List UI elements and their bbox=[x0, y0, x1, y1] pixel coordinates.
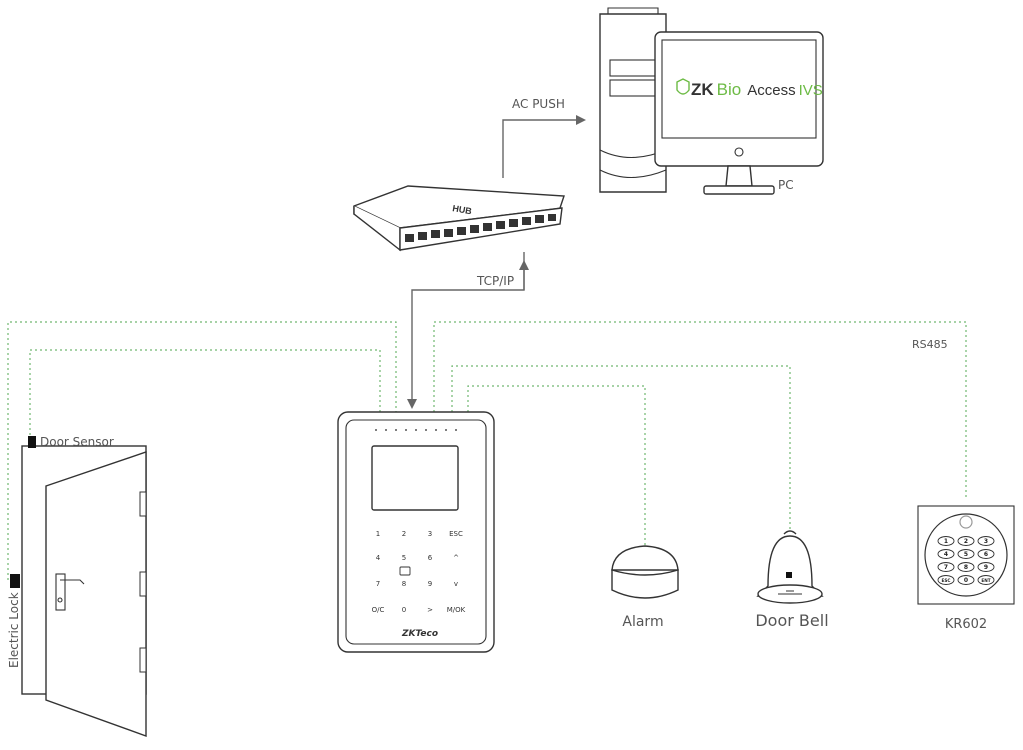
rs485-wiring bbox=[7, 321, 967, 580]
reader-key[interactable] bbox=[977, 536, 995, 546]
reader-key[interactable] bbox=[977, 575, 995, 585]
reader-key-label: 1 bbox=[944, 538, 948, 545]
product-access: Access bbox=[747, 82, 795, 99]
alarm-label: Alarm bbox=[622, 614, 663, 630]
terminal-key[interactable]: ^ bbox=[453, 554, 459, 562]
reader-key[interactable] bbox=[937, 549, 955, 559]
door bbox=[21, 445, 147, 737]
reader-key-label: ESC bbox=[942, 578, 951, 583]
terminal-key[interactable]: 0 bbox=[402, 606, 406, 614]
terminal-key[interactable]: > bbox=[427, 606, 433, 614]
hub-label: HUB bbox=[452, 203, 473, 216]
pc-label: PC bbox=[778, 178, 794, 192]
alarm: Alarm bbox=[611, 545, 679, 630]
network-hub: HUB bbox=[353, 185, 565, 252]
terminal-screen bbox=[371, 445, 459, 511]
reader-key-label: 2 bbox=[964, 538, 968, 545]
terminal-key[interactable]: 1 bbox=[376, 530, 380, 538]
reader-key[interactable] bbox=[957, 562, 975, 572]
reader-key[interactable] bbox=[977, 549, 995, 559]
ac-push-label: AC PUSH bbox=[512, 97, 565, 111]
reader-key-label: 8 bbox=[964, 564, 968, 571]
product-ivs: IVS bbox=[799, 82, 823, 99]
reader-key[interactable] bbox=[937, 562, 955, 572]
terminal-key[interactable]: 8 bbox=[402, 580, 406, 588]
reader-key-label: 9 bbox=[984, 564, 988, 571]
reader-key[interactable] bbox=[957, 575, 975, 585]
door-sensor-label: Door Sensor bbox=[40, 435, 114, 449]
electric-lock: Electric Lock bbox=[7, 574, 21, 668]
door-sensor: Door Sensor bbox=[28, 435, 114, 449]
reader-key[interactable] bbox=[957, 549, 975, 559]
terminal-key[interactable]: 7 bbox=[376, 580, 380, 588]
brand-bio: Bio bbox=[717, 80, 742, 99]
reader-key[interactable] bbox=[957, 536, 975, 546]
reader-key-label: 7 bbox=[944, 564, 948, 571]
reader-key-label: 5 bbox=[964, 551, 968, 558]
pc-monitor bbox=[654, 31, 824, 195]
reader-key[interactable] bbox=[937, 536, 955, 546]
terminal-key[interactable]: O/C bbox=[372, 606, 385, 614]
reader-key-label: 3 bbox=[984, 538, 988, 545]
shield-icon bbox=[676, 78, 690, 95]
terminal-key[interactable]: 5 bbox=[402, 554, 406, 562]
terminal-key[interactable]: M/OK bbox=[447, 606, 466, 614]
terminal-keypad: 1 2 3 ESC 4 5 6 ^ 7 8 9 vO/C 0 > M/OK bbox=[372, 530, 466, 614]
reader-key-label: 0 bbox=[964, 577, 968, 584]
tcp-ip-connection bbox=[407, 252, 529, 409]
terminal-key[interactable]: ESC bbox=[449, 530, 463, 538]
terminal-key[interactable]: 4 bbox=[376, 554, 381, 562]
ac-push-connection bbox=[502, 115, 586, 178]
terminal-key[interactable]: 6 bbox=[428, 554, 433, 562]
electric-lock-label: Electric Lock bbox=[7, 592, 21, 668]
reader-key[interactable] bbox=[937, 575, 955, 585]
terminal-key[interactable]: v bbox=[454, 580, 458, 588]
reader-key-label: ENT bbox=[981, 578, 990, 583]
rs485-label: RS485 bbox=[912, 338, 948, 351]
door-bell-label: Door Bell bbox=[755, 611, 828, 630]
kr602-label: KR602 bbox=[945, 617, 987, 632]
access-control-terminal: 1 2 3 ESC 4 5 6 ^ 7 8 9 vO/C 0 > M/OK ZKTeco bbox=[337, 411, 495, 653]
terminal-key[interactable]: 9 bbox=[428, 580, 432, 588]
brand-zk: ZK bbox=[691, 80, 714, 99]
terminal-key[interactable]: 2 bbox=[402, 530, 406, 538]
door-bell: Door Bell bbox=[755, 530, 829, 630]
terminal-key[interactable]: 3 bbox=[428, 530, 432, 538]
reader-key[interactable] bbox=[977, 562, 995, 572]
reader-key-label: 4 bbox=[944, 551, 948, 558]
reader-key-label: 6 bbox=[984, 551, 988, 558]
tcp-ip-label: TCP/IP bbox=[476, 274, 514, 288]
terminal-logo: ZKTeco bbox=[401, 629, 438, 639]
